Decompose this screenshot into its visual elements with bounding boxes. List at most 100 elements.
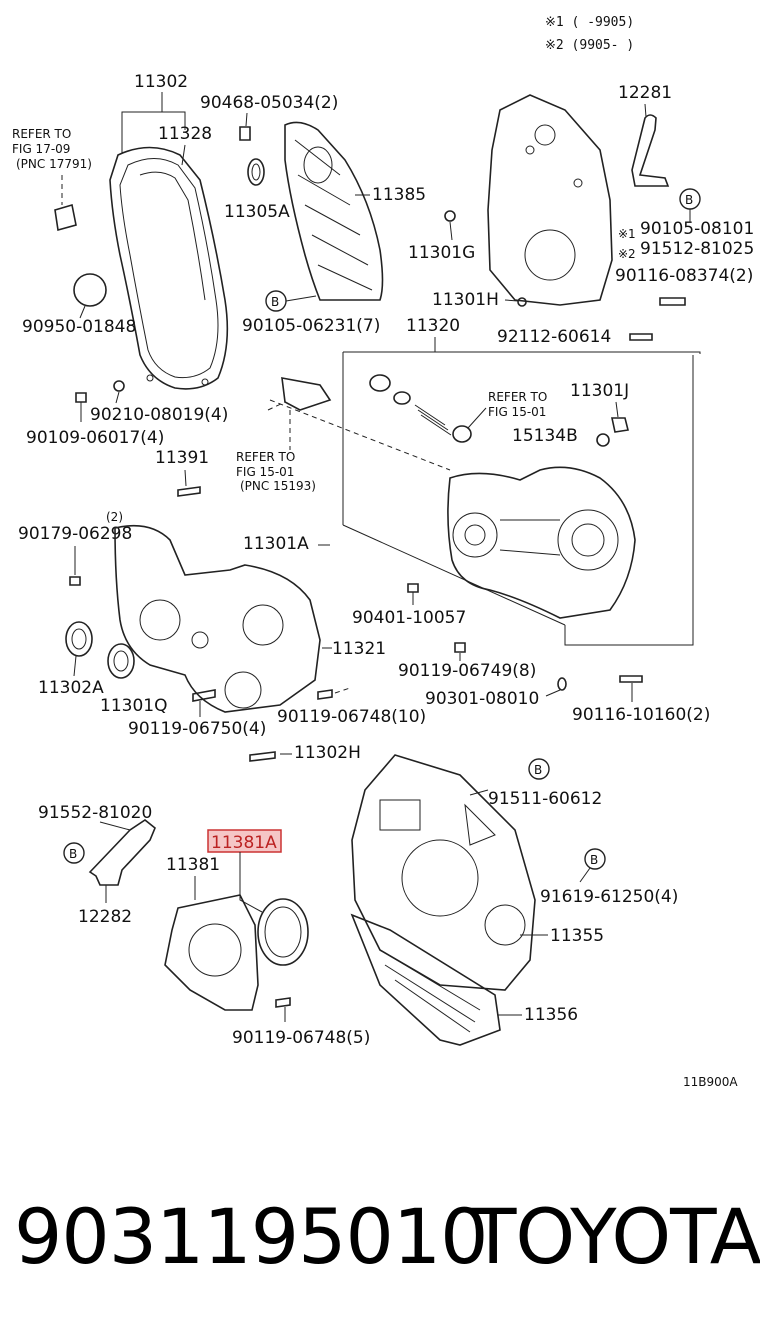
label-11301A: 11301A [243,534,309,554]
label-90179: 90179-06298 [18,524,132,544]
label-11302A: 11302A [38,678,104,698]
label-11356: 11356 [524,1005,578,1025]
bolt-90119-06749 [454,642,466,653]
label-90119-06748-5: 90119-06748(5) [232,1028,370,1048]
label-90468: 90468-05034(2) [200,93,338,113]
svg-text:B: B [685,193,693,207]
label-11320: 11320 [406,316,460,336]
refer2-line3: (PNC 15193) [240,479,316,493]
part-number: 9031195010 [14,1192,489,1281]
refer1-line2: FIG 17-09 [12,142,70,156]
label-90301: 90301-08010 [425,689,539,709]
label-15134B: 15134B [512,426,578,446]
note-2: ※2 (9905- ) [545,38,634,53]
seal-11302A [65,621,93,657]
plate-11356 [350,913,501,1046]
bolt-90119-06748-10 [317,689,333,700]
label-sticker [54,203,77,232]
refer1-line1: REFER TO [12,127,71,141]
label-11381: 11381 [166,855,220,875]
svg-text:B: B [590,853,598,867]
pin-11301J [611,417,629,433]
diagram-code: 11B900A [683,1075,738,1089]
label-11321: 11321 [332,639,386,659]
label-90105-08101: 90105-08101 [640,219,754,239]
plate-11355 [351,754,536,991]
label-11301H: 11301H [432,290,499,310]
callout-b-4 [584,848,606,870]
bracket-12282 [88,819,156,886]
svg-text:B: B [69,847,77,861]
bolt-90468 [239,126,251,141]
label-11302: 11302 [134,72,188,92]
plug-90950 [73,273,107,307]
part-refer2 [281,377,332,411]
nut-90210 [113,380,125,392]
label-12281: 12281 [618,83,672,103]
label-11381A: 11381A [211,833,277,853]
mark-1: ※1 [618,227,636,241]
label-11301G: 11301G [408,243,475,263]
refer2-line2: FIG 15-01 [236,465,294,479]
parts-diagram: ※1 ( -9905) ※2 (9905- ) 11302 11328 REFE… [12,15,754,1089]
timing-cover-11302 [109,146,229,390]
callout-b-3 [528,758,550,780]
retainer-11381 [164,894,259,1011]
seal-11381A [257,898,309,966]
label-90116-08374: 90116-08374(2) [615,266,753,286]
seal-11305A [247,158,265,186]
label-90116-10160: 90116-10160(2) [572,705,710,725]
svg-text:B: B [534,763,542,777]
label-11301Q: 11301Q [100,696,167,716]
oil-pump-housing [447,466,636,619]
label-90109: 90109-06017(4) [26,428,164,448]
pin-11391 [177,486,201,497]
label-11301J: 11301J [570,381,629,401]
cover-11385 [284,121,384,301]
label-90119-06750: 90119-06750(4) [128,719,266,739]
pin-11301H [517,297,527,307]
pin-11301G [444,210,456,222]
label-91512: 91512-81025 [640,239,754,259]
label-90401: 90401-10057 [352,608,466,628]
timing-case-11321 [114,524,321,713]
bolt-90119-06748-5 [275,997,291,1008]
label-90119-06749: 90119-06749(8) [398,661,536,681]
label-90950: 90950-01848 [22,317,136,337]
part-15134B [596,433,610,447]
label-11385: 11385 [372,185,426,205]
ring-90301 [557,677,567,691]
bracket-12281 [631,114,670,187]
highlight-11381A [207,829,282,853]
refer2-line1: REFER TO [236,450,295,464]
label-91619: 91619-61250(4) [540,887,678,907]
bolt-90119-06750 [192,689,216,702]
label-90179-qty: (2) [106,510,123,524]
label-92112: 92112-60614 [497,327,611,347]
label-90210: 90210-08019(4) [90,405,228,425]
label-91552: 91552-81020 [38,803,152,823]
refer1-line3: (PNC 17791) [16,157,92,171]
stud-11302H [249,751,276,762]
label-11391: 11391 [155,448,209,468]
label-12282: 12282 [78,907,132,927]
refer3-line2: FIG 15-01 [488,405,546,419]
label-90119-06748-10: 90119-06748(10) [277,707,426,727]
note-1: ※1 ( -9905) [545,15,634,30]
tensioner-parts [369,374,472,443]
label-11328: 11328 [158,124,212,144]
callout-b-5 [63,842,85,864]
label-91511: 91511-60612 [488,789,602,809]
refer3-line1: REFER TO [488,390,547,404]
seal-11301Q [107,643,135,679]
stud-90116-10160 [619,675,643,683]
mark-2: ※2 [618,247,636,261]
label-11305A: 11305A [224,202,290,222]
stud-90179 [69,576,81,586]
stud-90116-08374 [659,297,686,306]
label-11302H: 11302H [294,743,361,763]
brand-name: TOYOTA [470,1192,760,1281]
bolt-90109 [75,392,87,403]
label-11355: 11355 [550,926,604,946]
label-90105-06231: 90105-06231(7) [242,316,380,336]
